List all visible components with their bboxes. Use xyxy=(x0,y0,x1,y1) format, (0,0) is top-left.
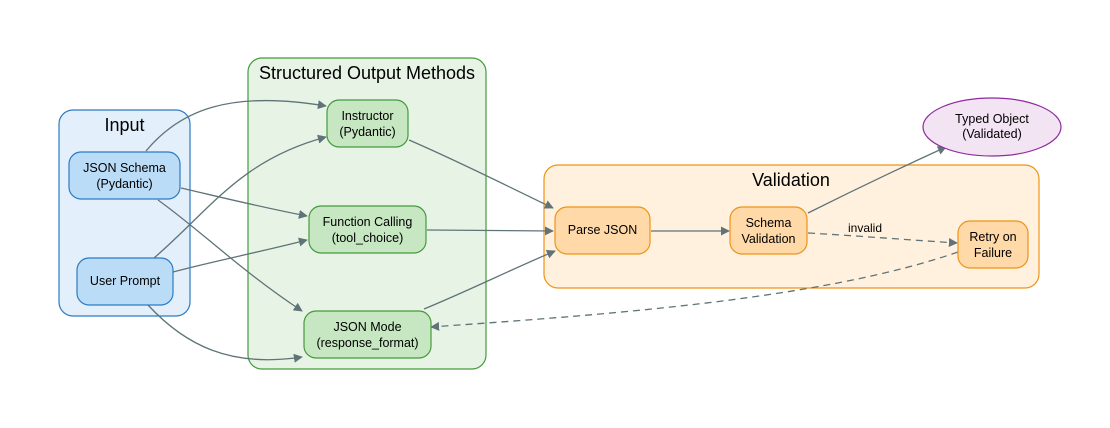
edge-jsonmode-parse xyxy=(423,250,556,310)
node-typed-object-line2: (Validated) xyxy=(962,127,1022,141)
node-instructor: Instructor (Pydantic) xyxy=(326,99,409,148)
edge-prompt-instructor xyxy=(153,134,327,259)
edge-retry-jsonmode xyxy=(430,251,959,331)
node-schema-validation-line1: Schema xyxy=(746,216,792,230)
edge-prompt-function xyxy=(172,237,308,273)
edge-schema-jsonmode xyxy=(157,199,303,312)
node-parse-json-line1: Parse JSON xyxy=(568,223,637,237)
edge-prompt-jsonmode xyxy=(147,304,303,363)
edge-schema-retry xyxy=(807,232,958,247)
node-instructor-line2: (Pydantic) xyxy=(339,125,395,139)
edge-schema-typed xyxy=(807,146,947,214)
node-json-mode-line1: JSON Mode xyxy=(333,320,401,334)
edges: invalid xyxy=(145,99,959,363)
node-json-schema-line2: (Pydantic) xyxy=(96,177,152,191)
node-json-mode-line2: (response_format) xyxy=(316,336,418,350)
node-retry-line1: Retry on xyxy=(969,230,1016,244)
node-json-schema-line1: JSON Schema xyxy=(83,161,166,175)
node-retry-on-failure: Retry on Failure xyxy=(957,220,1029,269)
node-schema-validation-line2: Validation xyxy=(742,232,796,246)
node-function-calling-line1: Function Calling xyxy=(323,215,413,229)
node-typed-object-line1: Typed Object xyxy=(955,112,1029,126)
node-json-mode: JSON Mode (response_format) xyxy=(303,310,432,359)
node-json-schema: JSON Schema (Pydantic) xyxy=(68,151,181,200)
node-user-prompt-line1: User Prompt xyxy=(90,274,161,288)
node-instructor-line1: Instructor xyxy=(341,109,393,123)
node-typed-object: Typed Object (Validated) xyxy=(922,97,1062,157)
node-function-calling: Function Calling (tool_choice) xyxy=(308,205,427,254)
edge-function-parse xyxy=(426,226,554,236)
node-function-calling-line2: (tool_choice) xyxy=(332,231,404,245)
cluster-methods-title: Structured Output Methods xyxy=(259,63,475,83)
node-user-prompt: User Prompt xyxy=(76,257,174,306)
edge-schema-function xyxy=(180,187,308,219)
edge-schema-instructor xyxy=(145,99,327,152)
node-parse-json: Parse JSON xyxy=(554,206,651,255)
node-retry-line2: Failure xyxy=(974,246,1012,260)
cluster-input-title: Input xyxy=(104,115,144,135)
edge-label-invalid: invalid xyxy=(848,221,882,235)
node-schema-validation: Schema Validation xyxy=(729,206,808,255)
edge-instructor-parse xyxy=(408,139,554,209)
cluster-validation-title: Validation xyxy=(752,170,830,190)
